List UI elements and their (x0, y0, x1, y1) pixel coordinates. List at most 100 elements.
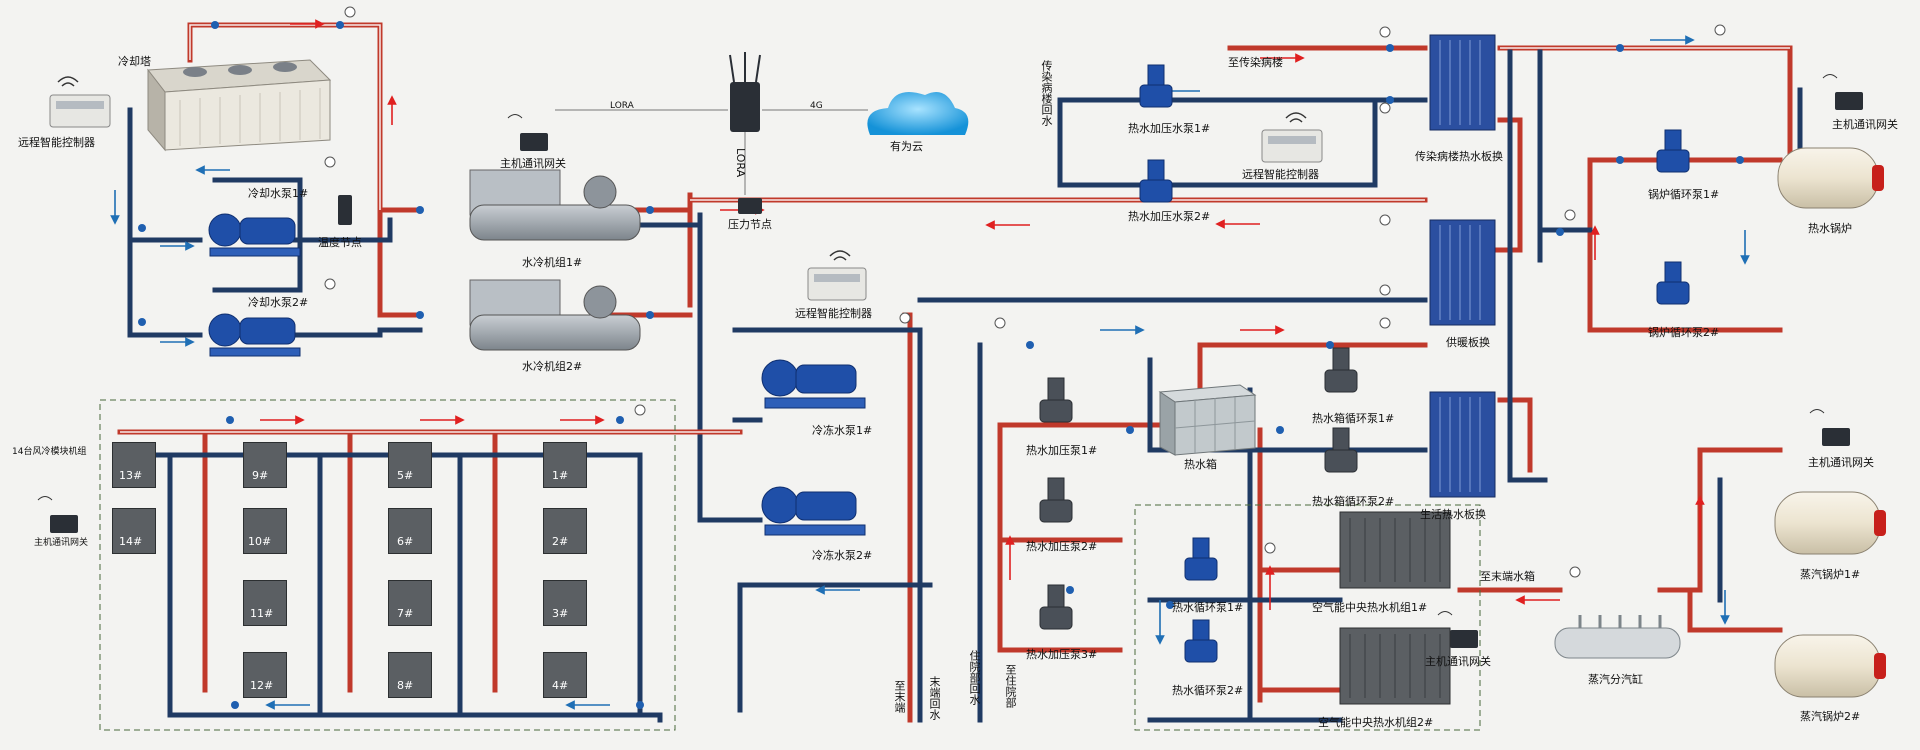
label-chilled-pump-2: 冷冻水泵2# (812, 549, 873, 562)
label-chilled-pump-1: 冷冻水泵1# (812, 424, 873, 437)
module-unit: 1# (543, 442, 587, 488)
label-air-units-input: 14台风冷模块机组 (12, 447, 87, 457)
heat-pump-region (1134, 504, 1481, 731)
module-unit: 13# (112, 442, 156, 488)
module-unit: 7# (388, 580, 432, 626)
label-cooling-pump-1: 冷却水泵1# (248, 187, 309, 200)
pipe-boiler-return (1507, 49, 1803, 483)
label-lora-vertical: LORA (734, 148, 747, 178)
module-label: 12# (250, 679, 274, 692)
module-label: 8# (397, 679, 414, 692)
module-unit: 10# (243, 508, 287, 554)
gateway-device-left (37, 496, 78, 533)
chilled-pump-1-shape (761, 359, 866, 409)
module-unit: 2# (543, 508, 587, 554)
label-to-inpatient: 至住院部 (1004, 664, 1017, 708)
module-label: 14# (119, 535, 143, 548)
label-to-end-tank: 至末端水箱 (1480, 570, 1535, 583)
hot-water-tank (1158, 384, 1257, 456)
label-to-infectious-bldg: 至传染病楼 (1228, 56, 1283, 69)
label-infectious-return: 传染病楼回水 (1040, 60, 1053, 126)
module-region (99, 399, 676, 731)
label-remote-controller-mid: 远程智能控制器 (795, 307, 872, 320)
cooling-pump-2-shape (208, 313, 301, 357)
label-booster-1: 热水加压泵1# (1026, 444, 1098, 457)
gateway-device-right-mid (1809, 409, 1850, 446)
label-cloud: 有为云 (890, 140, 923, 153)
chilled-pump-2-shape (761, 486, 866, 536)
infectious-hx-shape (1429, 34, 1496, 131)
tank-circ-1-shape (1324, 347, 1358, 393)
module-label: 3# (552, 607, 569, 620)
controller-box-right (1261, 112, 1323, 163)
boiler-pump-1-shape (1656, 129, 1690, 173)
air-heat-unit-1-shape (1339, 511, 1451, 589)
module-unit: 8# (388, 652, 432, 698)
label-inpatient-return: 住院部回水 (968, 650, 981, 705)
label-air-heat-2: 空气能中央热水机组2# (1318, 716, 1434, 729)
label-tank-circ-1: 热水箱循环泵1# (1312, 412, 1395, 425)
label-domestic-hx: 生活热水板换 (1420, 508, 1486, 521)
module-unit: 11# (243, 580, 287, 626)
module-label: 5# (397, 469, 414, 482)
label-to-end: 至末端 (893, 680, 906, 713)
pipe-boiler-supply (1477, 45, 1793, 473)
label-temp-node: 温度节点 (318, 236, 362, 249)
pressure-node-device (738, 198, 762, 214)
module-unit: 6# (388, 508, 432, 554)
label-gateway-bottom: 主机通讯网关 (1425, 655, 1491, 668)
module-unit: 5# (388, 442, 432, 488)
module-label: 13# (119, 469, 143, 482)
module-unit: 3# (543, 580, 587, 626)
controller-box-mid (807, 250, 867, 301)
module-label: 2# (552, 535, 569, 548)
label-cooling-pump-2: 冷却水泵2# (248, 296, 309, 309)
circ-pump-2-shape (1184, 619, 1218, 663)
chiller-2 (469, 279, 641, 351)
label-pressure-node: 压力节点 (728, 218, 772, 231)
label-air-heat-1: 空气能中央热水机组1# (1312, 601, 1428, 614)
gateway-device-bottom (1437, 611, 1478, 648)
steam-boiler-1-shape (1774, 491, 1886, 555)
label-booster-2: 热水加压泵2# (1026, 540, 1098, 553)
cloud-icon (867, 91, 969, 135)
hot-pump-a1-shape (1139, 64, 1173, 108)
hot-boiler-shape (1777, 147, 1884, 209)
module-unit: 4# (543, 652, 587, 698)
label-gateway-right-mid: 主机通讯网关 (1808, 456, 1874, 469)
booster-2-shape (1039, 477, 1073, 523)
pipe-module-return (117, 452, 663, 723)
module-unit: 12# (243, 652, 287, 698)
module-label: 7# (397, 607, 414, 620)
label-hot-tank: 热水箱 (1184, 458, 1217, 471)
label-chiller-1: 水冷机组1# (522, 256, 583, 269)
hot-pump-a2-shape (1139, 159, 1173, 203)
label-boiler-pump-2: 锅炉循环泵2# (1648, 326, 1720, 339)
domestic-hx-shape (1429, 391, 1496, 498)
label-hot-boiler: 热水锅炉 (1808, 222, 1852, 235)
steam-boiler-2-shape (1774, 634, 1886, 698)
label-fourg: 4G (810, 101, 823, 111)
steam-header-shape (1554, 615, 1681, 659)
pipe-chilled-return (607, 212, 1428, 723)
label-gateway-top: 主机通讯网关 (500, 157, 566, 170)
chiller-1 (469, 169, 641, 241)
cooling-pump-1-shape (208, 213, 301, 257)
gateway-device-top (507, 114, 548, 151)
valve-markers (138, 21, 1744, 709)
label-gateway-right-top: 主机通讯网关 (1832, 118, 1898, 131)
label-heating-hx: 供暖板换 (1446, 336, 1490, 349)
label-infectious-hx: 传染病楼热水板换 (1415, 150, 1503, 163)
tank-circ-2-shape (1324, 427, 1358, 473)
module-label: 9# (252, 469, 269, 482)
cooling-tower (147, 59, 332, 152)
pipe-cooling-return (127, 107, 423, 338)
gateway-device-right-top (1822, 74, 1863, 110)
booster-1-shape (1039, 377, 1073, 423)
module-label: 10# (248, 535, 272, 548)
label-steam-header: 蒸汽分汽缸 (1588, 673, 1643, 686)
air-heat-unit-2-shape (1339, 627, 1451, 705)
gauge-markers (324, 6, 1726, 578)
label-gateway-left: 主机通讯网关 (34, 538, 89, 548)
